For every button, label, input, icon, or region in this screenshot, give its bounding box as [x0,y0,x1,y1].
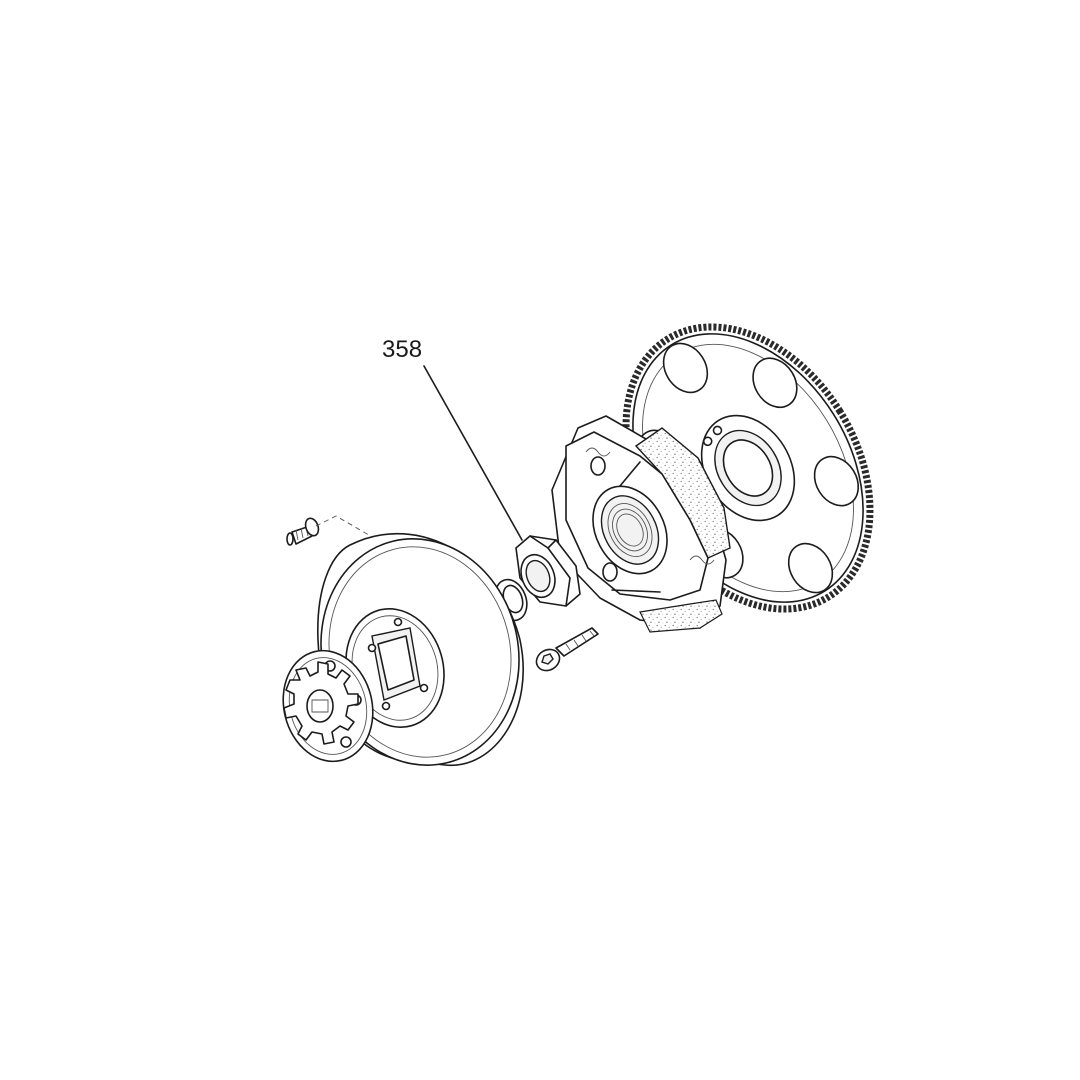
clutch-shoe-assembly-icon [551,415,731,633]
callout-leader-line [423,365,523,541]
hex-nut-icon [515,535,581,607]
sprocket-icon [282,649,374,763]
callout-label-358: 358 [382,336,423,363]
cap-screw-icon [535,627,599,672]
small-screw-icon [286,517,320,546]
